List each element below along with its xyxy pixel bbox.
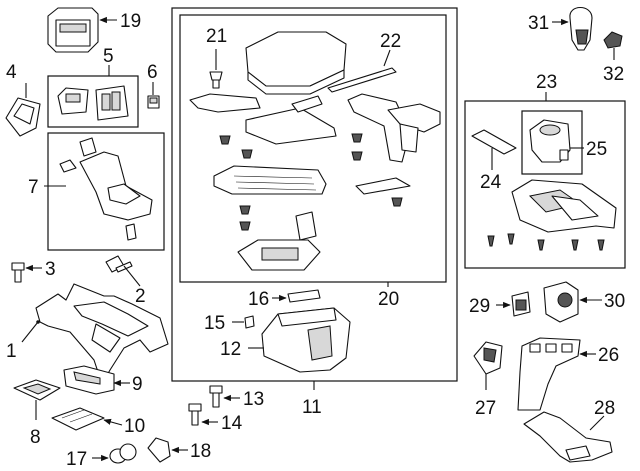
part-29-switch xyxy=(511,291,531,317)
part-7-panel xyxy=(59,137,153,241)
part-4-bezel xyxy=(5,97,41,137)
part-6-clip xyxy=(147,95,160,109)
part-25-cup-holder xyxy=(529,119,571,163)
callout-16: 16 xyxy=(248,289,269,310)
part-23-tray-assembly xyxy=(487,179,617,251)
callout-27: 27 xyxy=(475,398,496,419)
part-18-clip xyxy=(147,437,171,463)
part-13-bolt xyxy=(209,385,223,408)
callout-3: 3 xyxy=(45,259,56,280)
callout-6: 6 xyxy=(147,62,158,83)
part-20-hinge-assembly xyxy=(189,93,441,271)
group-box-7 xyxy=(47,132,165,251)
callout-24: 24 xyxy=(480,172,502,193)
callout-18: 18 xyxy=(190,441,211,462)
part-27-switch xyxy=(473,341,503,375)
callout-13: 13 xyxy=(243,389,264,410)
part-1-console-body xyxy=(35,283,169,385)
part-2-screw xyxy=(105,255,133,273)
callout-30: 30 xyxy=(604,291,625,312)
callout-12: 12 xyxy=(220,339,241,360)
part-14-bolt xyxy=(188,403,202,426)
callout-22: 22 xyxy=(380,31,401,52)
callout-2: 2 xyxy=(135,286,146,307)
part-24-pad xyxy=(471,129,517,155)
callout-21: 21 xyxy=(206,26,227,47)
part-22-trim xyxy=(327,67,397,93)
callout-32: 32 xyxy=(603,64,624,85)
leader-22 xyxy=(383,49,391,67)
group-box-23 xyxy=(464,100,626,269)
callout-1: 1 xyxy=(6,341,17,362)
leader-1 xyxy=(21,320,40,343)
group-box-25 xyxy=(521,110,583,175)
callout-17: 17 xyxy=(66,449,87,470)
callout-9: 9 xyxy=(132,374,143,395)
group-box-5 xyxy=(47,75,139,128)
part-20-fasteners xyxy=(219,133,403,231)
leader-2 xyxy=(123,265,141,287)
part-9-tray xyxy=(63,365,115,395)
part-10-pad xyxy=(51,407,105,431)
part-17-plug xyxy=(109,443,137,464)
callout-28: 28 xyxy=(594,398,615,419)
part-30-knob-switch xyxy=(543,281,579,323)
part-15-clip xyxy=(244,315,255,329)
part-26-switch-panel xyxy=(517,337,581,411)
callout-25: 25 xyxy=(586,139,607,160)
part-31-shift-knob xyxy=(569,6,593,51)
part-5-switch-set xyxy=(57,85,129,121)
callout-15: 15 xyxy=(204,313,225,334)
callout-20: 20 xyxy=(378,289,399,310)
callout-19: 19 xyxy=(120,11,141,32)
group-box-20 xyxy=(179,14,447,283)
callout-11: 11 xyxy=(302,397,322,418)
leader-10 xyxy=(103,418,123,426)
callout-5: 5 xyxy=(103,46,114,67)
callout-10: 10 xyxy=(124,416,145,437)
callout-31: 31 xyxy=(528,13,549,34)
callout-26: 26 xyxy=(598,345,619,366)
part-32-cap xyxy=(603,31,623,49)
callout-29: 29 xyxy=(469,296,490,317)
callout-7: 7 xyxy=(28,177,39,198)
part-28-bracket xyxy=(523,411,613,463)
part-12-console-box xyxy=(261,307,351,373)
callout-4: 4 xyxy=(6,62,17,83)
part-3-bolt xyxy=(11,262,25,283)
part-8-mat xyxy=(13,379,61,401)
part-19-switch xyxy=(47,7,99,53)
part-21-pin xyxy=(209,71,223,89)
part-16-strip xyxy=(287,289,321,303)
leader-28 xyxy=(589,415,605,431)
callout-23: 23 xyxy=(536,72,557,93)
callout-8: 8 xyxy=(30,427,41,448)
part-22-armrest-lid xyxy=(245,31,347,95)
callout-14: 14 xyxy=(221,413,243,434)
